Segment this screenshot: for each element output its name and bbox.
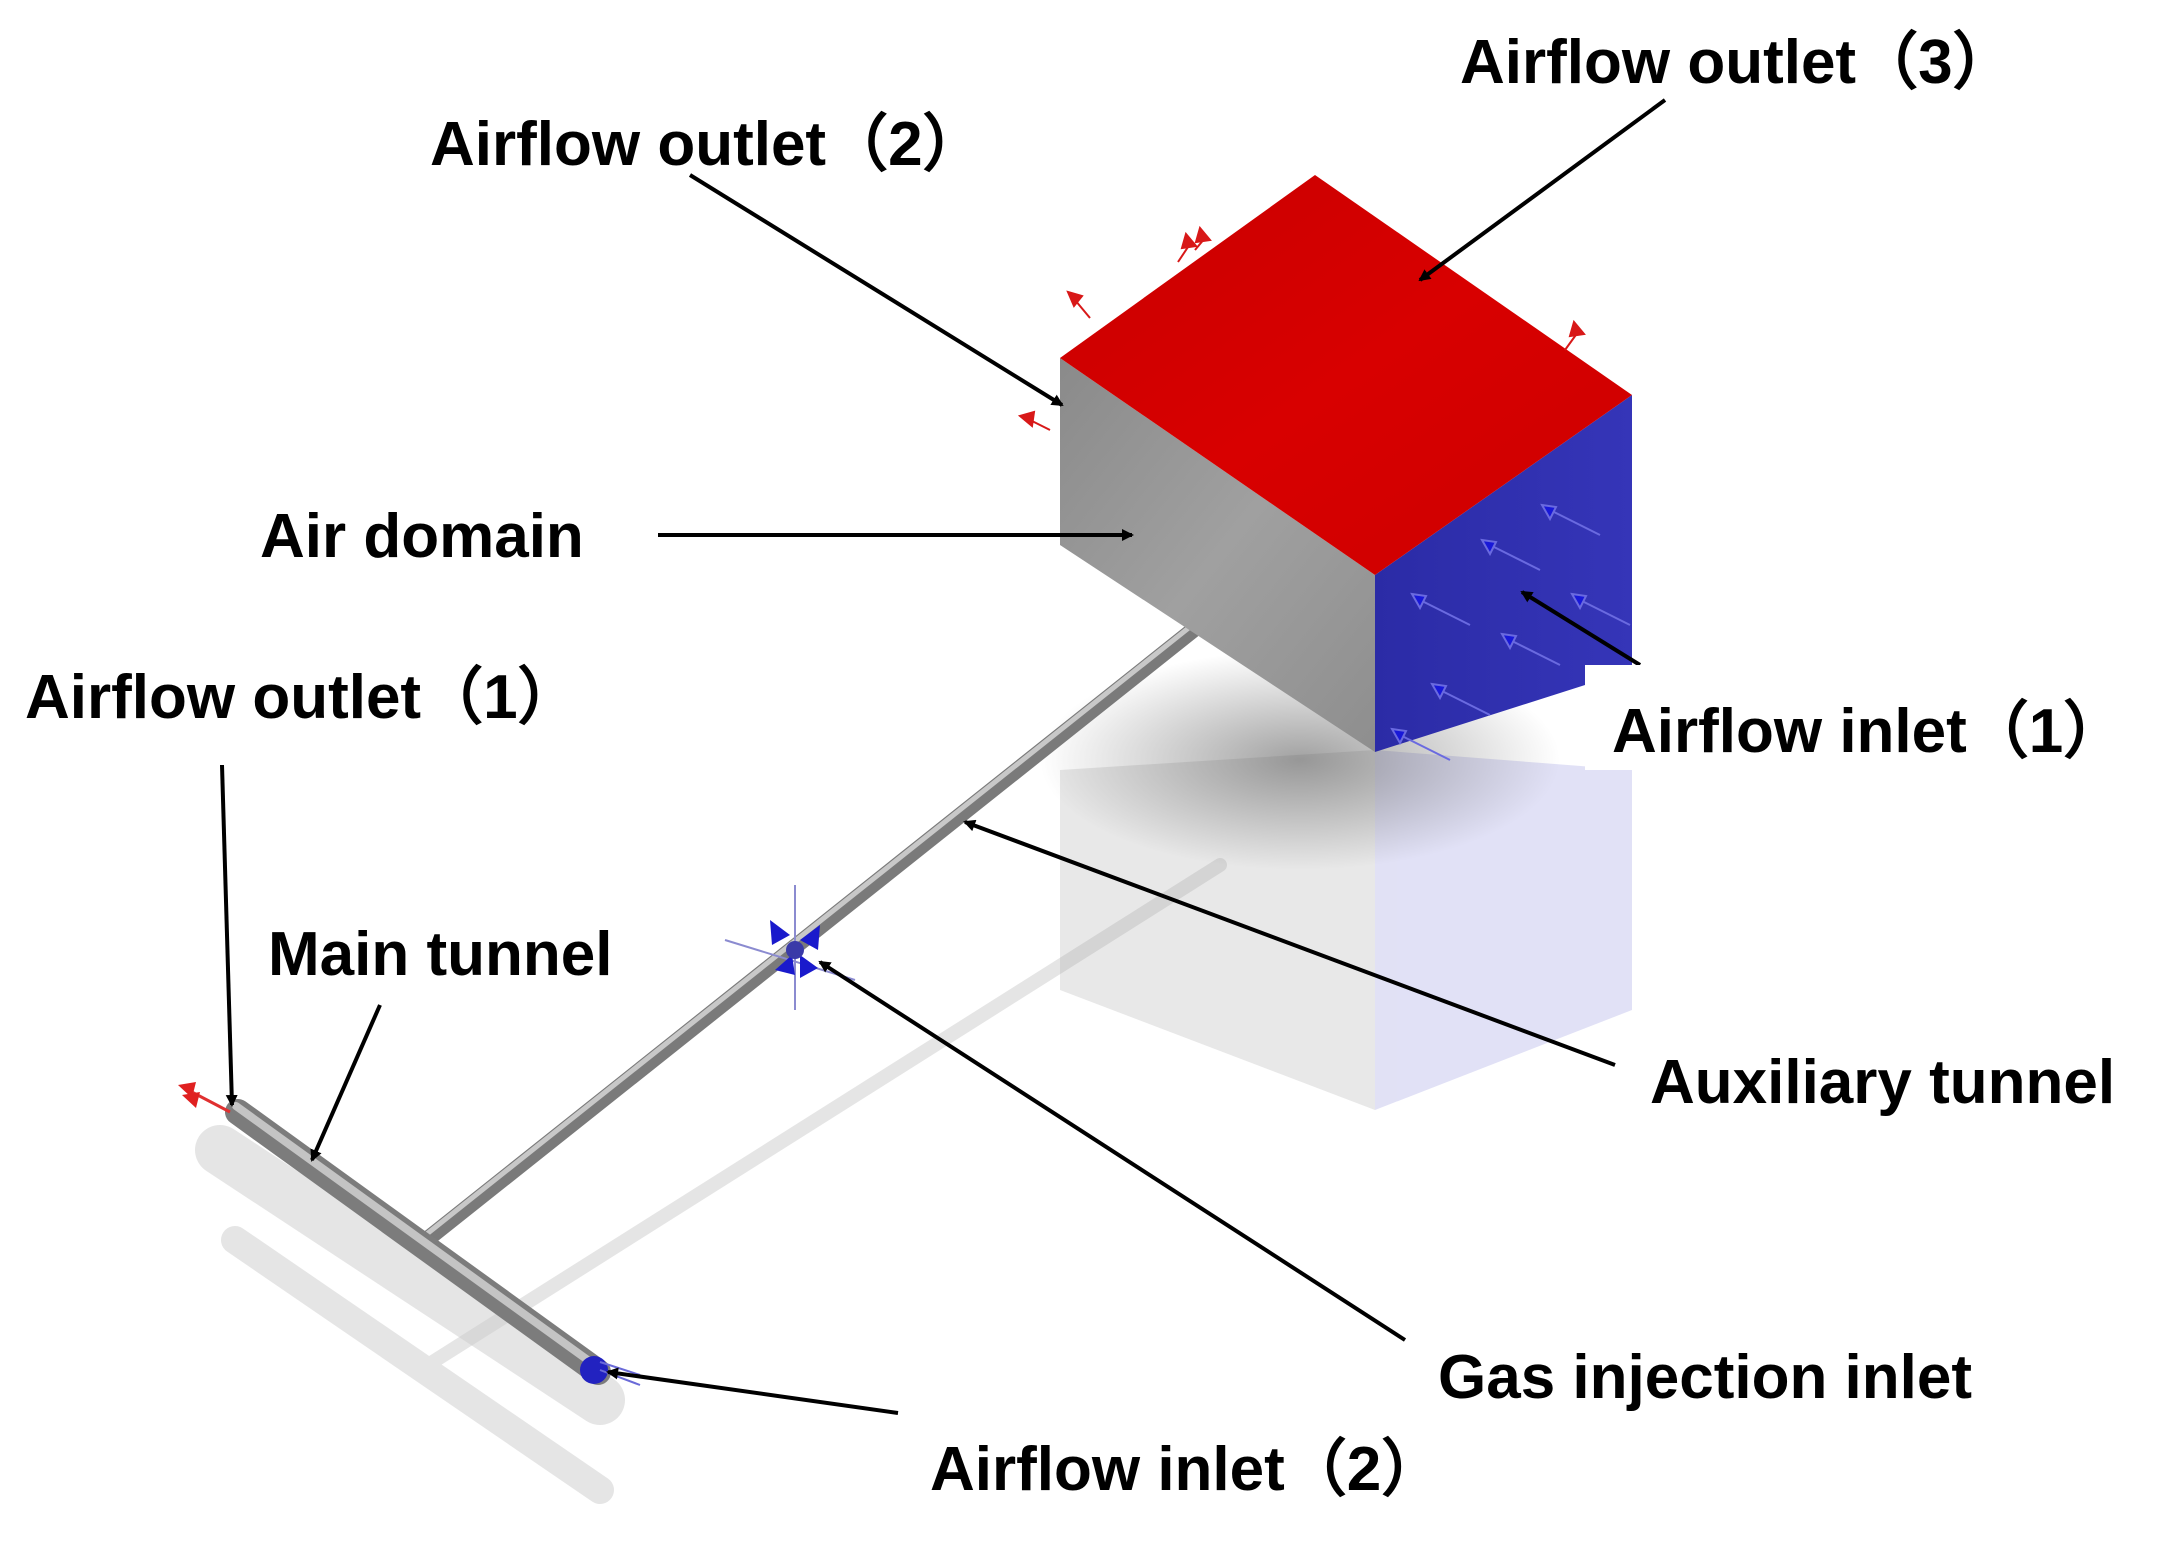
label-backdrop — [1585, 665, 2145, 770]
leader-airflow-outlet-2 — [688, 173, 1064, 407]
outlet-arrows — [1017, 225, 1586, 431]
label-gas-injection-inlet: Gas injection inlet — [1438, 1343, 1972, 1412]
gas-injection-inlet-marker — [724, 885, 856, 1010]
label-main-tunnel: Main tunnel — [268, 920, 612, 989]
label-airflow-outlet-1: Airflow outlet（1） — [25, 662, 580, 732]
label-airflow-inlet-2: Airflow inlet（2） — [930, 1434, 1443, 1504]
leader-lines — [220, 98, 1667, 1415]
leader-airflow-inlet-1 — [1520, 590, 1642, 667]
airflow-outlet-3-face — [1060, 175, 1632, 575]
label-airflow-outlet-2: Airflow outlet（2） — [430, 109, 985, 179]
auxiliary-tunnel-shape — [412, 599, 1230, 1253]
tunnel-reflection — [221, 858, 1227, 1504]
label-airflow-outlet-3: Airflow outlet（3） — [1460, 27, 2015, 97]
label-air-domain: Air domain — [260, 502, 584, 571]
leader-airflow-outlet-3 — [1418, 98, 1667, 282]
air-domain-side-face — [1060, 358, 1375, 752]
airflow-inlet-1-face — [1375, 395, 1632, 752]
label-airflow-inlet-1: Airflow inlet（1） — [1612, 696, 2125, 766]
leader-airflow-inlet-2 — [606, 1367, 899, 1415]
leader-main-tunnel — [310, 1004, 382, 1162]
auxiliary-tunnel-highlight — [415, 600, 1223, 1244]
leader-gas-injection-inlet — [818, 960, 1407, 1342]
main-tunnel-highlight — [232, 1102, 600, 1370]
airflow-outlet-1-marker — [178, 1082, 231, 1114]
air-domain-box — [1060, 175, 1632, 752]
label-auxiliary-tunnel: Auxiliary tunnel — [1650, 1048, 2115, 1117]
main-tunnel-shadow — [195, 1125, 625, 1425]
leader-auxiliary-tunnel — [963, 819, 1616, 1067]
inlet-arrows — [1390, 503, 1631, 761]
leader-airflow-outlet-1 — [220, 764, 238, 1107]
